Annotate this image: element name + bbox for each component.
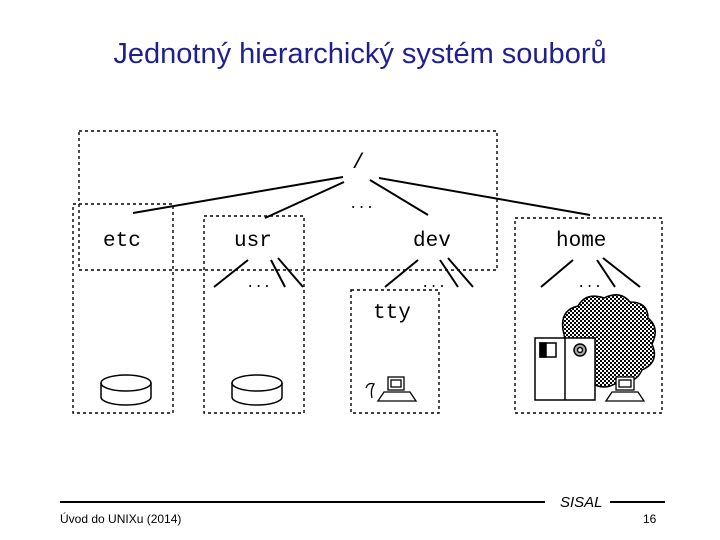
node-etc: etc bbox=[103, 230, 141, 253]
root-dashed-box bbox=[78, 130, 498, 271]
home-ellipsis: ... bbox=[577, 276, 602, 292]
root-ellipsis: ... bbox=[349, 197, 374, 213]
terminal-icon bbox=[365, 376, 418, 402]
home-dashed-box bbox=[514, 217, 663, 414]
line-root-home bbox=[378, 177, 591, 216]
node-dev: dev bbox=[413, 230, 451, 253]
slide-title: Jednotný hierarchický systém souborů bbox=[113, 38, 607, 70]
etc-dashed-box bbox=[72, 203, 174, 414]
dev-ellipsis: ... bbox=[421, 276, 446, 292]
page-number: 16 bbox=[643, 512, 657, 526]
node-usr: usr bbox=[234, 230, 272, 253]
home-terminal-icon bbox=[604, 376, 646, 402]
node-home: home bbox=[556, 230, 606, 253]
footer-brand: SISAL bbox=[560, 494, 603, 511]
usr-disk-icon bbox=[231, 374, 283, 406]
line-root-usr bbox=[264, 181, 345, 219]
line-root-dev bbox=[369, 179, 429, 216]
dev-dashed-box bbox=[350, 289, 440, 414]
usr-dashed-box bbox=[203, 215, 305, 414]
node-tty: tty bbox=[373, 302, 411, 325]
line-root-etc bbox=[132, 176, 344, 214]
usr-ellipsis: ... bbox=[246, 276, 271, 292]
root-label: / bbox=[352, 152, 365, 175]
etc-disk-icon bbox=[100, 374, 152, 406]
footer-course: Úvod do UNIXu (2014) bbox=[60, 512, 182, 526]
house-icon bbox=[534, 337, 596, 401]
